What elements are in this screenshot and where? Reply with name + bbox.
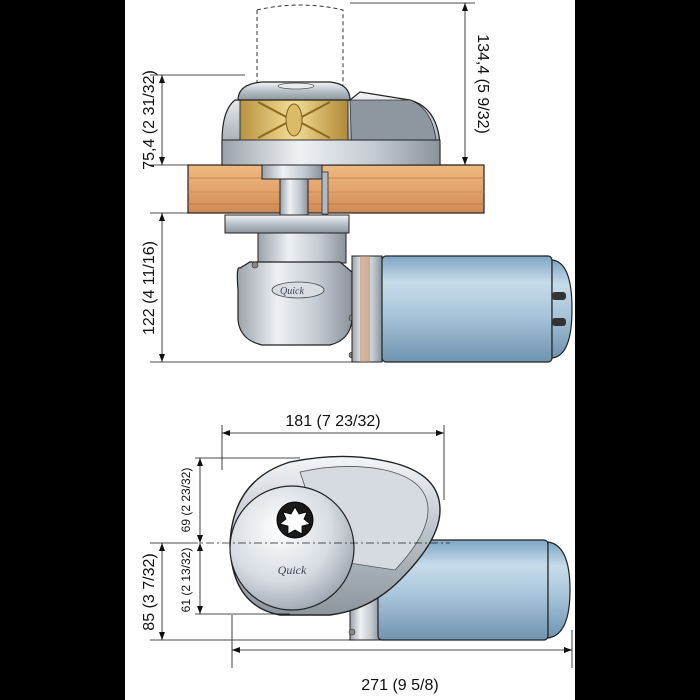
mounting-flange bbox=[224, 214, 350, 234]
side-dimension-lines bbox=[150, 2, 475, 363]
top-cap bbox=[237, 81, 351, 101]
deck-plank bbox=[187, 164, 485, 214]
dim-height-above-deck: 75,4 (2 31/32) bbox=[141, 70, 158, 170]
dim-height-below-deck: 122 (4 11/16) bbox=[141, 241, 158, 335]
side-view: Quick bbox=[187, 4, 573, 363]
gypsy-cap-disc bbox=[229, 485, 355, 611]
top-view: Quick bbox=[190, 455, 571, 641]
brand-logo-top: Quick bbox=[278, 563, 307, 577]
dim-depth-front: 69 (2 23/32) bbox=[179, 468, 193, 533]
brand-logo-side: Quick bbox=[280, 286, 304, 297]
gypsy bbox=[239, 99, 349, 141]
motor-side bbox=[351, 255, 573, 363]
top-dimension-lines bbox=[150, 425, 573, 668]
dim-depth-rear: 61 (2 13/32) bbox=[179, 548, 193, 613]
rope-outline-dashed bbox=[256, 4, 344, 85]
side-dimension-arrows bbox=[159, 3, 468, 362]
dim-depth-total: 85 (3 7/32) bbox=[141, 553, 158, 630]
shaft bbox=[261, 164, 329, 216]
dim-width-bottom: 271 (9 5/8) bbox=[361, 677, 438, 694]
gearbox: Quick bbox=[236, 232, 356, 359]
top-dimension-arrows bbox=[159, 430, 572, 653]
dim-height-total: 134,4 (5 9/32) bbox=[474, 34, 491, 134]
dim-width-top: 181 (7 23/32) bbox=[285, 413, 380, 430]
